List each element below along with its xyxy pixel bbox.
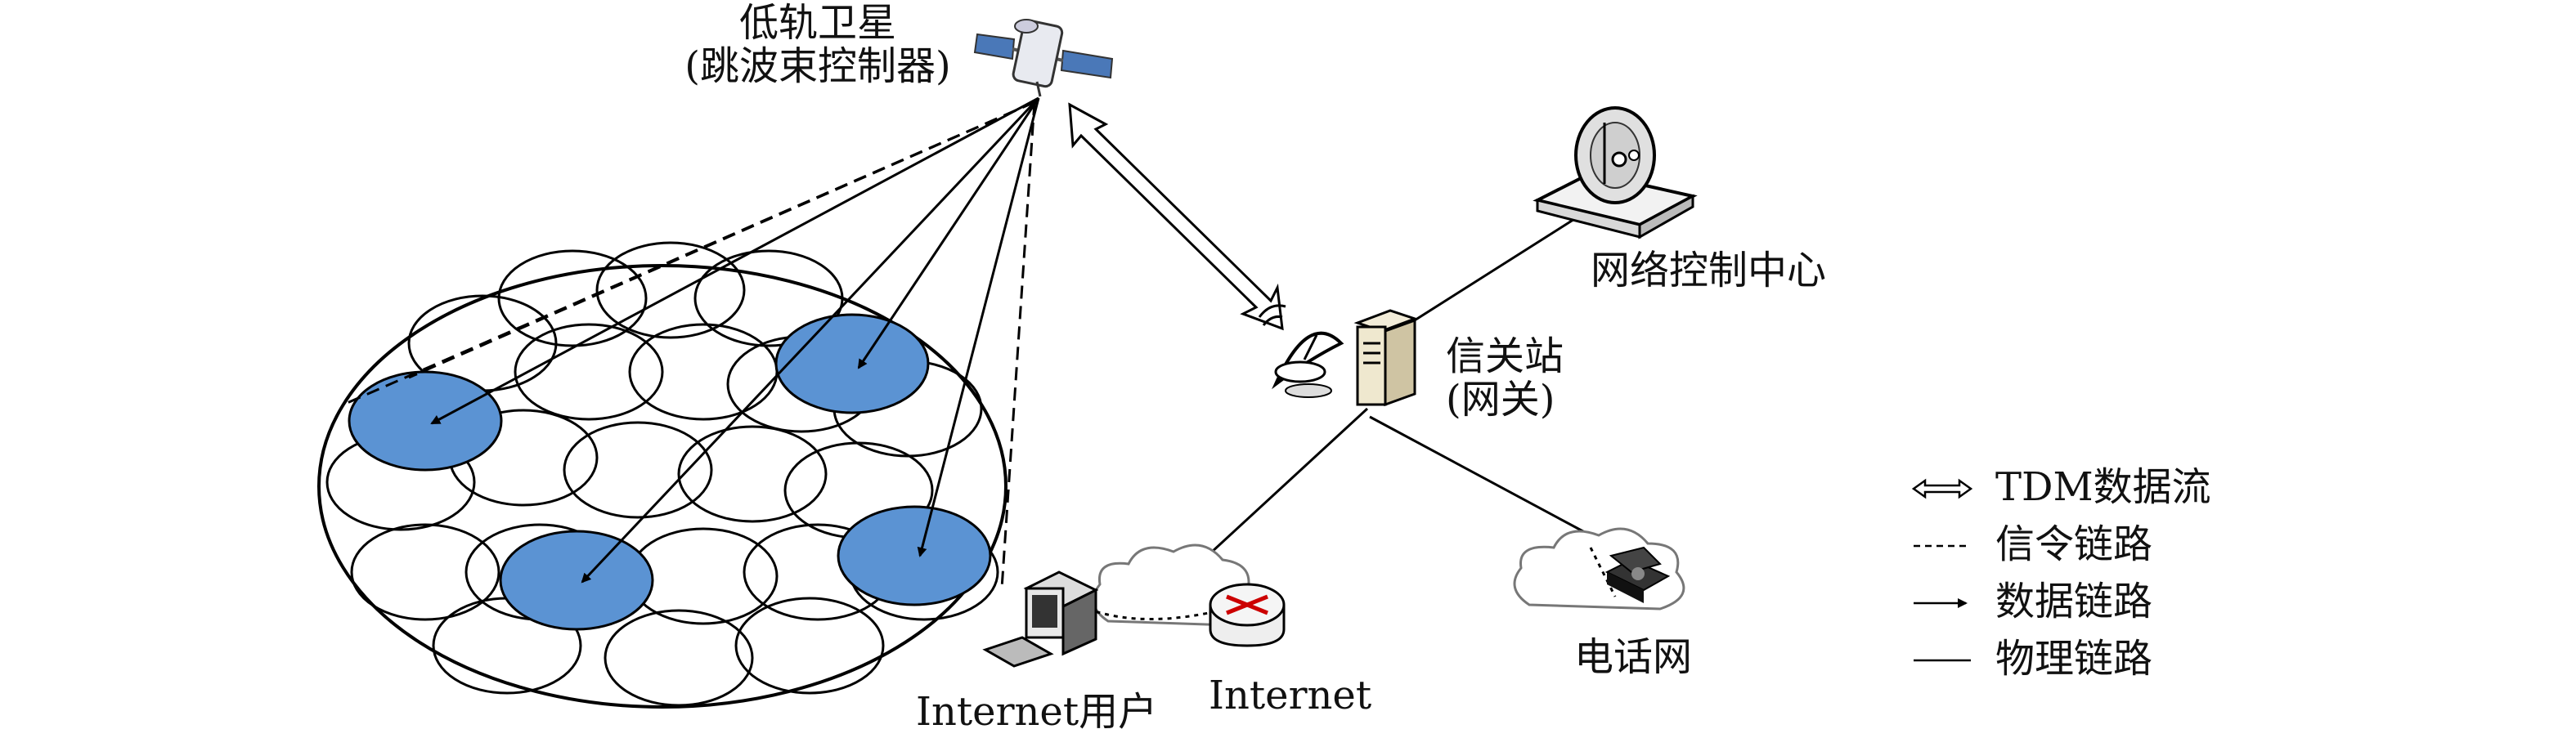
physical-links [1188, 215, 1591, 574]
legend-label-physical: 物理链路 [1995, 636, 2153, 682]
telephone-network-label: 电话网 [1574, 634, 1693, 680]
computer-icon [982, 570, 1099, 668]
satellite-label-line1: 低轨卫星 [738, 0, 896, 46]
gateway-antenna-icon [1258, 304, 1344, 398]
data-links [430, 96, 1040, 584]
legend-label-signal: 信令链路 [1995, 521, 2153, 567]
internet-user-label: Internet用户 [916, 689, 1158, 735]
active-beam-top-right [774, 313, 930, 414]
telephone-icon [1604, 546, 1671, 603]
legend-tdm-symbol [1911, 478, 1973, 499]
satellite-icon [973, 19, 1114, 97]
coverage-area [317, 241, 1008, 709]
router-icon [1209, 583, 1286, 647]
active-beam-right [837, 505, 992, 606]
satellite-label: 低轨卫星 (跳波束控制器) [646, 2, 990, 88]
gateway-label: 信关站 (网关) [1446, 335, 1564, 422]
legend-label-data: 数据链路 [1995, 579, 2153, 624]
satellite-label-line2: (跳波束控制器) [684, 42, 951, 89]
ncc-dish-icon [1533, 106, 1698, 239]
active-beam-left [348, 370, 503, 472]
coverage-boundary [317, 264, 1008, 709]
gateway-server-icon [1353, 309, 1419, 407]
gateway-label-line2: (网关) [1446, 376, 1555, 423]
internet-label: Internet [1209, 673, 1372, 718]
active-beam-bottom [499, 530, 654, 631]
gateway-label-line1: 信关站 [1446, 333, 1564, 379]
telephone-cloud-icon [1513, 527, 1685, 611]
active-beams [348, 313, 992, 631]
signaling-links [343, 101, 1036, 589]
tdm-link [1068, 102, 1284, 331]
ncc-label: 网络控制中心 [1591, 248, 1827, 293]
legend-label-tdm: TDM数据流 [1995, 464, 2211, 510]
legend-symbols [1911, 478, 1973, 662]
